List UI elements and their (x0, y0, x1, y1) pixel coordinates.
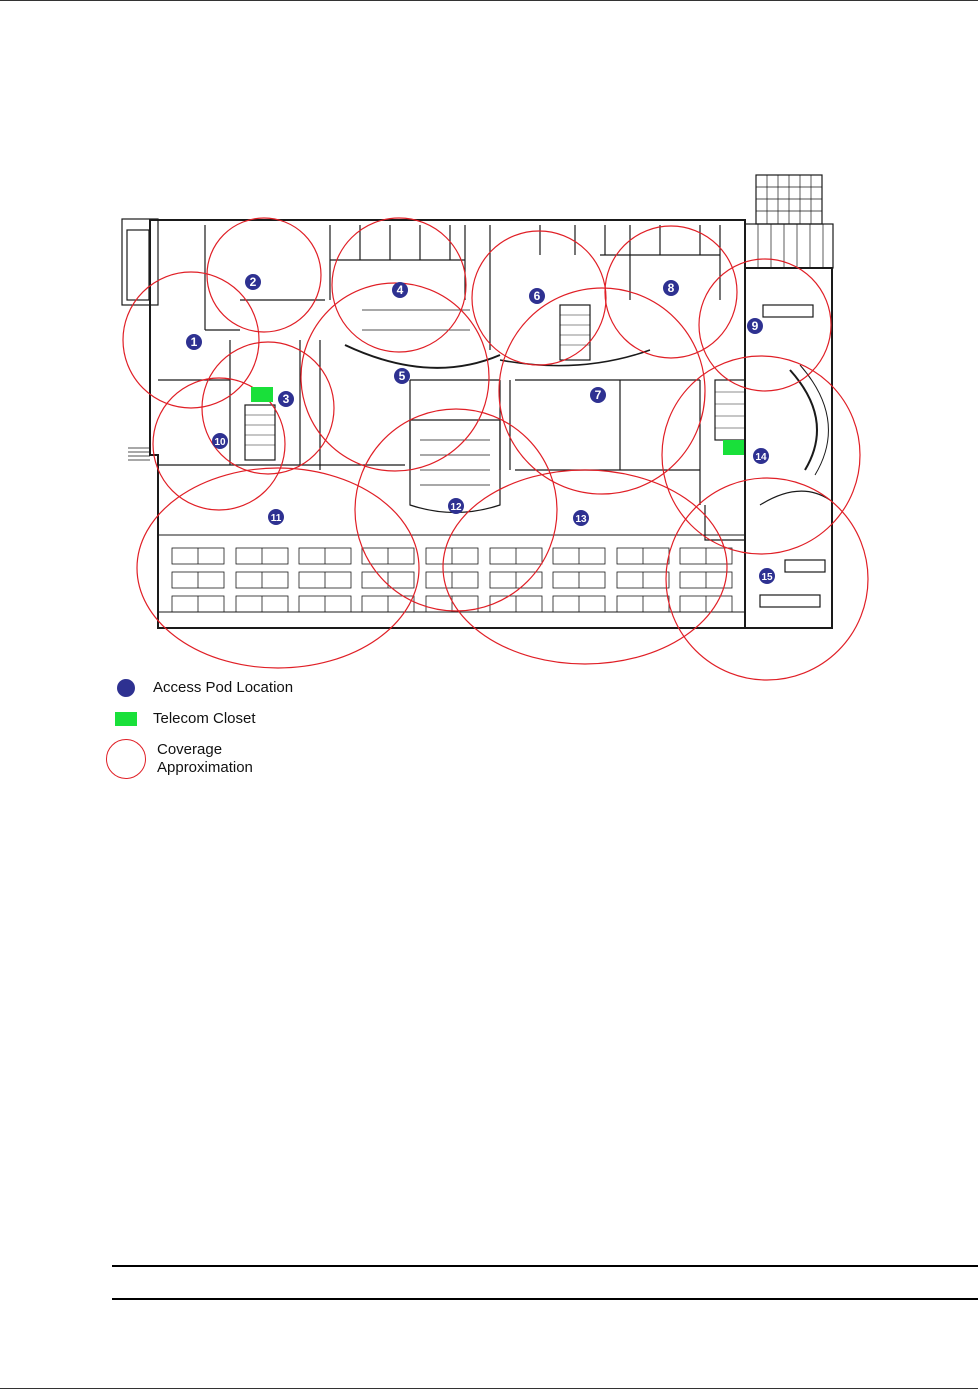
access-pod-label: 13 (575, 514, 587, 525)
access-pod-label: 11 (271, 513, 282, 524)
access-pod-label: 6 (534, 289, 541, 303)
access-pod-label: 8 (668, 281, 675, 295)
access-pod: 5 (394, 368, 410, 384)
access-pod: 7 (590, 387, 606, 403)
divider-upper (112, 1265, 978, 1267)
telecom-closet (251, 387, 273, 402)
pod-marker-icon (117, 679, 135, 697)
access-pod: 6 (529, 288, 545, 304)
coverage-circle (207, 218, 321, 332)
access-pod: 1 (186, 334, 202, 350)
legend-closet-label: Telecom Closet (153, 710, 256, 728)
access-pod-label: 3 (283, 392, 290, 406)
legend-pod-label: Access Pod Location (153, 679, 293, 697)
access-pod: 10 (212, 433, 228, 449)
access-pod-label: 2 (250, 275, 257, 289)
coverage-ring-icon (106, 739, 146, 779)
coverage-circle (443, 470, 727, 664)
access-pod: 15 (759, 568, 775, 584)
access-pod-label: 15 (761, 572, 773, 583)
access-pod: 13 (573, 510, 589, 526)
coverage-circle (137, 468, 419, 668)
legend-coverage-label-2: Approximation (157, 759, 253, 777)
access-pod: 9 (747, 318, 763, 334)
access-pod-label: 12 (450, 502, 462, 513)
access-pod-label: 5 (399, 369, 406, 383)
access-pod-label: 4 (397, 283, 404, 297)
coverage-circles (123, 218, 868, 680)
access-pod-label: 1 (191, 335, 198, 349)
access-pod: 11 (268, 509, 284, 525)
access-pod-label: 14 (755, 452, 767, 463)
coverage-circle (202, 342, 334, 474)
legend-coverage-label-1: Coverage (157, 741, 222, 759)
access-pod: 3 (278, 391, 294, 407)
access-pod: 2 (245, 274, 261, 290)
telecom-closets (251, 387, 744, 455)
access-pod: 12 (448, 498, 464, 514)
closet-marker-icon (115, 712, 137, 726)
access-pod: 14 (753, 448, 769, 464)
access-pod: 8 (663, 280, 679, 296)
access-pod-label: 10 (214, 437, 226, 448)
coverage-circle (699, 259, 831, 391)
access-pod-label: 9 (752, 319, 759, 333)
telecom-closet (723, 440, 744, 455)
access-pod-label: 7 (595, 388, 602, 402)
page-bottom-border (0, 1388, 978, 1389)
divider-lower (112, 1298, 978, 1300)
access-pod: 4 (392, 282, 408, 298)
